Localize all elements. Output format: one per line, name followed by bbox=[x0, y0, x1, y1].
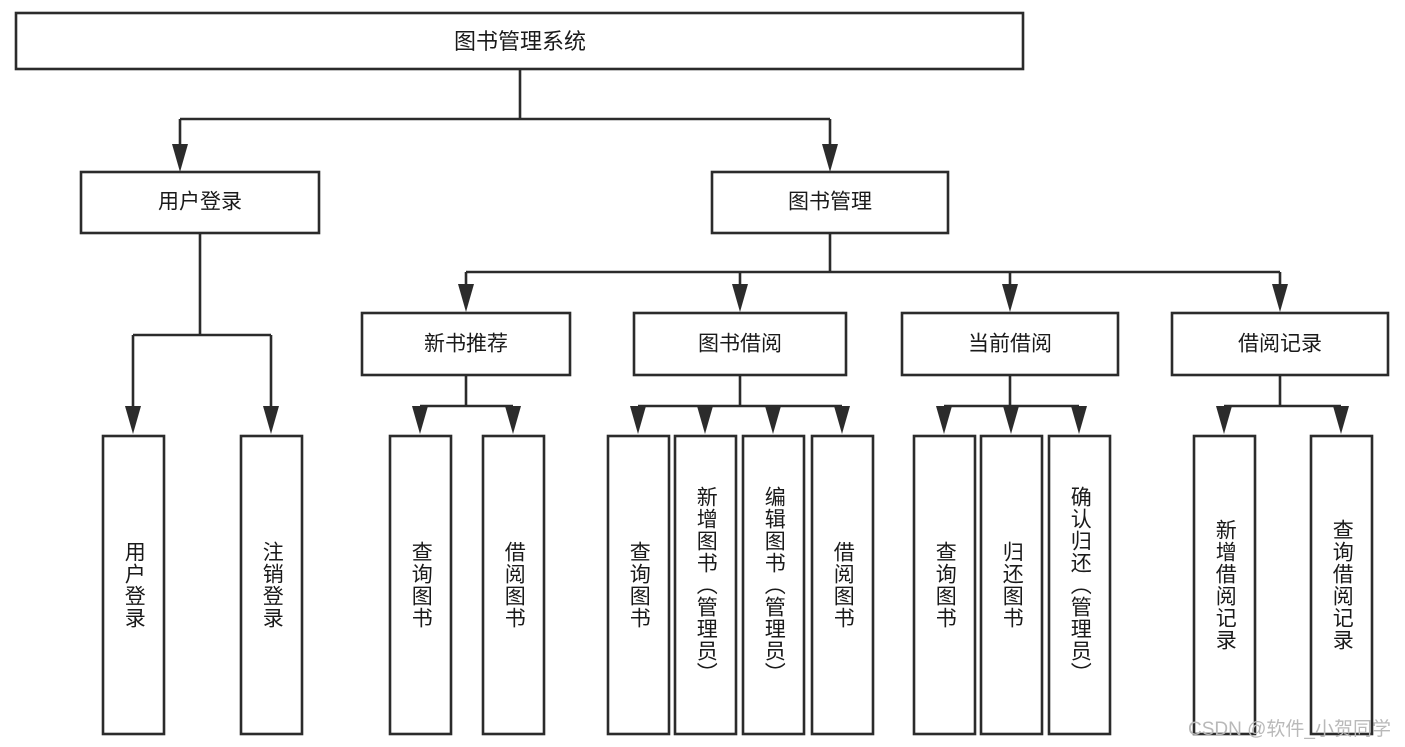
node-book-borrow-label: 图书借阅 bbox=[698, 333, 782, 356]
edges-layer bbox=[125, 69, 1349, 434]
arrowhead-bookmanage-borrow bbox=[732, 284, 748, 312]
arrowhead-userlogin-leaf1 bbox=[125, 406, 141, 434]
arrowhead-newbook-leaf2 bbox=[505, 406, 521, 434]
arrowhead-borrow-leaf1 bbox=[630, 406, 646, 434]
node-current-borrow-box[interactable] bbox=[900, 311, 1120, 377]
arrowhead-record-leaf1 bbox=[1216, 406, 1232, 434]
arrowhead-newbook-leaf1 bbox=[412, 406, 428, 434]
arrowhead-record-leaf2 bbox=[1333, 406, 1349, 434]
leaf-edit-book-box[interactable] bbox=[741, 434, 806, 736]
leaf-borrow-book-b-box[interactable] bbox=[810, 434, 875, 736]
node-new-book-rec-box[interactable] bbox=[360, 311, 572, 377]
node-borrow-record-label: 借阅记录 bbox=[1238, 333, 1322, 356]
leaf-logout-box[interactable] bbox=[239, 434, 304, 736]
arrowhead-current-leaf2 bbox=[1003, 406, 1019, 434]
node-book-borrow-box[interactable] bbox=[632, 311, 848, 377]
leaf-query-book-a-box[interactable] bbox=[388, 434, 453, 736]
arrowhead-current-leaf1 bbox=[936, 406, 952, 434]
node-book-manage-box[interactable] bbox=[710, 170, 950, 235]
arrowhead-bookmanage-newbook bbox=[458, 284, 474, 312]
watermark-text: CSDN @软件_小贺同学 bbox=[1188, 719, 1391, 740]
arrowhead-bookmanage-record bbox=[1272, 284, 1288, 312]
node-book-manage-label: 图书管理 bbox=[788, 191, 872, 214]
arrowhead-userlogin-leaf2 bbox=[263, 406, 279, 434]
arrowhead-root-to-book-manage bbox=[822, 144, 838, 172]
nodes-layer: 图书管理系统 用户登录 图书管理 新书推荐 图书借阅 当前借阅 借阅记录 bbox=[14, 11, 1390, 736]
leaf-query-book-c-box[interactable] bbox=[912, 434, 977, 736]
leaf-user-login-box[interactable] bbox=[101, 434, 166, 736]
arrowhead-root-to-user-login bbox=[172, 144, 188, 172]
leaf-query-book-b-box[interactable] bbox=[606, 434, 671, 736]
arrowhead-current-leaf3 bbox=[1071, 406, 1087, 434]
leaf-query-record-box[interactable] bbox=[1309, 434, 1374, 736]
leaf-confirm-return-box[interactable] bbox=[1047, 434, 1112, 736]
node-root-label: 图书管理系统 bbox=[454, 29, 586, 54]
leaf-add-record-box[interactable] bbox=[1192, 434, 1257, 736]
leaf-borrow-book-a-box[interactable] bbox=[481, 434, 546, 736]
node-current-borrow-label: 当前借阅 bbox=[968, 333, 1052, 356]
arrowhead-bookmanage-current bbox=[1002, 284, 1018, 312]
arrowhead-borrow-leaf3 bbox=[765, 406, 781, 434]
arrowhead-borrow-leaf4 bbox=[834, 406, 850, 434]
leaf-return-book-box[interactable] bbox=[979, 434, 1044, 736]
node-user-login-box[interactable] bbox=[79, 170, 321, 235]
node-root-box[interactable] bbox=[14, 11, 1025, 71]
node-user-login-label: 用户登录 bbox=[158, 191, 242, 214]
leaf-add-book-box[interactable] bbox=[673, 434, 738, 736]
node-borrow-record-box[interactable] bbox=[1170, 311, 1390, 377]
node-new-book-rec-label: 新书推荐 bbox=[424, 333, 508, 356]
arrowhead-borrow-leaf2 bbox=[697, 406, 713, 434]
